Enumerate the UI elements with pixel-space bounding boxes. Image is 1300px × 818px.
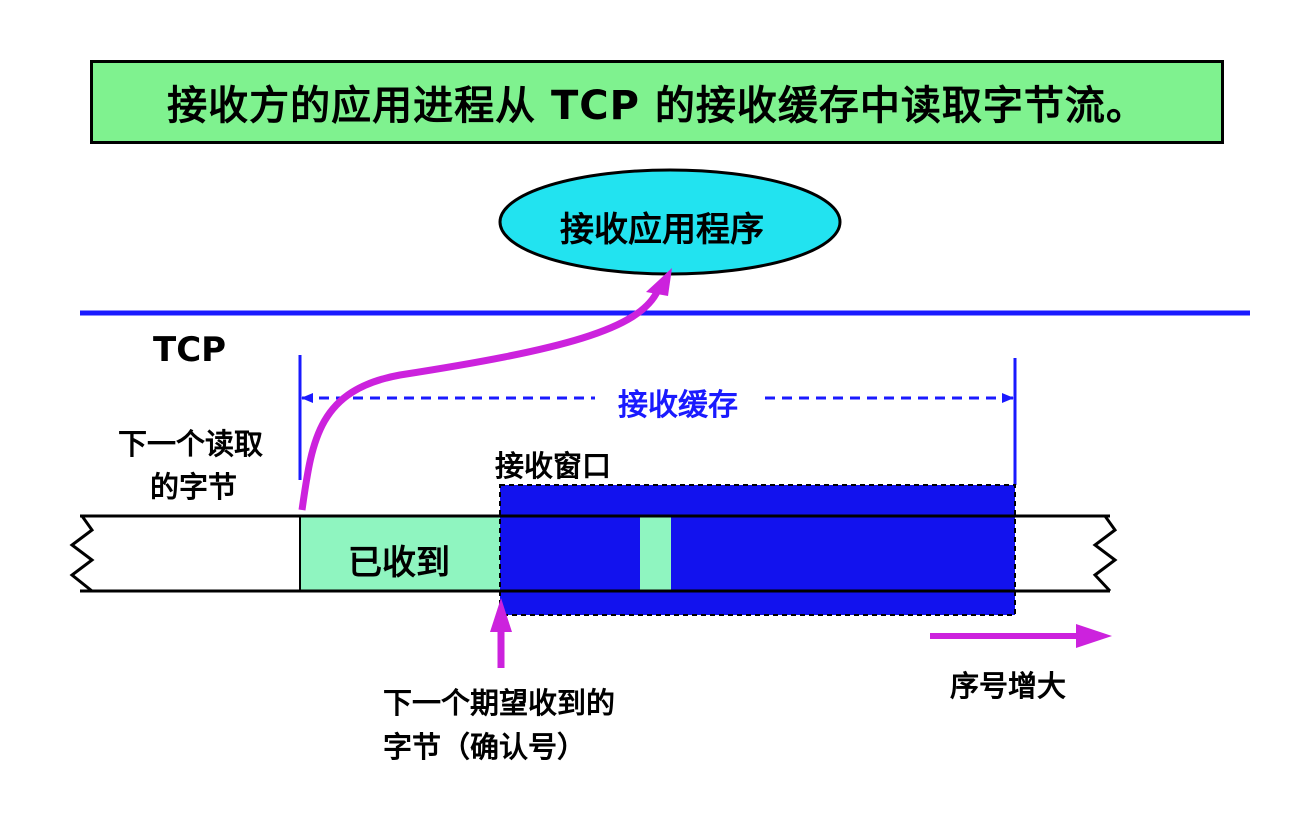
stream-break-right — [1092, 515, 1118, 593]
recv-window-label: 接收窗口 — [495, 449, 612, 483]
tcp-label: TCP — [153, 330, 227, 370]
next-expected-label-line2: 字节（确认号） — [383, 730, 587, 764]
seq-increase-arrowhead — [1076, 624, 1112, 648]
next-expected-arrowhead — [490, 598, 512, 632]
next-read-label-line2: 的字节 — [150, 470, 238, 504]
out-of-order-segment — [640, 517, 671, 590]
seq-increase-label: 序号增大 — [950, 669, 1067, 703]
stream-break-left — [69, 515, 95, 593]
receive-window — [500, 485, 1015, 615]
title-banner: 接收方的应用进程从 TCP 的接收缓存中读取字节流。 — [90, 60, 1224, 144]
received-label: 已收到 — [348, 543, 450, 583]
received-region — [300, 517, 500, 590]
next-read-label-line1: 下一个读取 — [118, 427, 264, 461]
read-flow-curve — [298, 288, 662, 511]
read-flow-arrowhead — [646, 268, 672, 296]
next-expected-label-line1: 下一个期望收到的 — [383, 686, 616, 720]
receive-window-dashed-outline — [499, 484, 1016, 616]
app-label: 接收应用程序 — [560, 210, 764, 250]
recv-buffer-label: 接收缓存 — [618, 388, 738, 423]
title-text: 接收方的应用进程从 TCP 的接收缓存中读取字节流。 — [167, 83, 1147, 129]
